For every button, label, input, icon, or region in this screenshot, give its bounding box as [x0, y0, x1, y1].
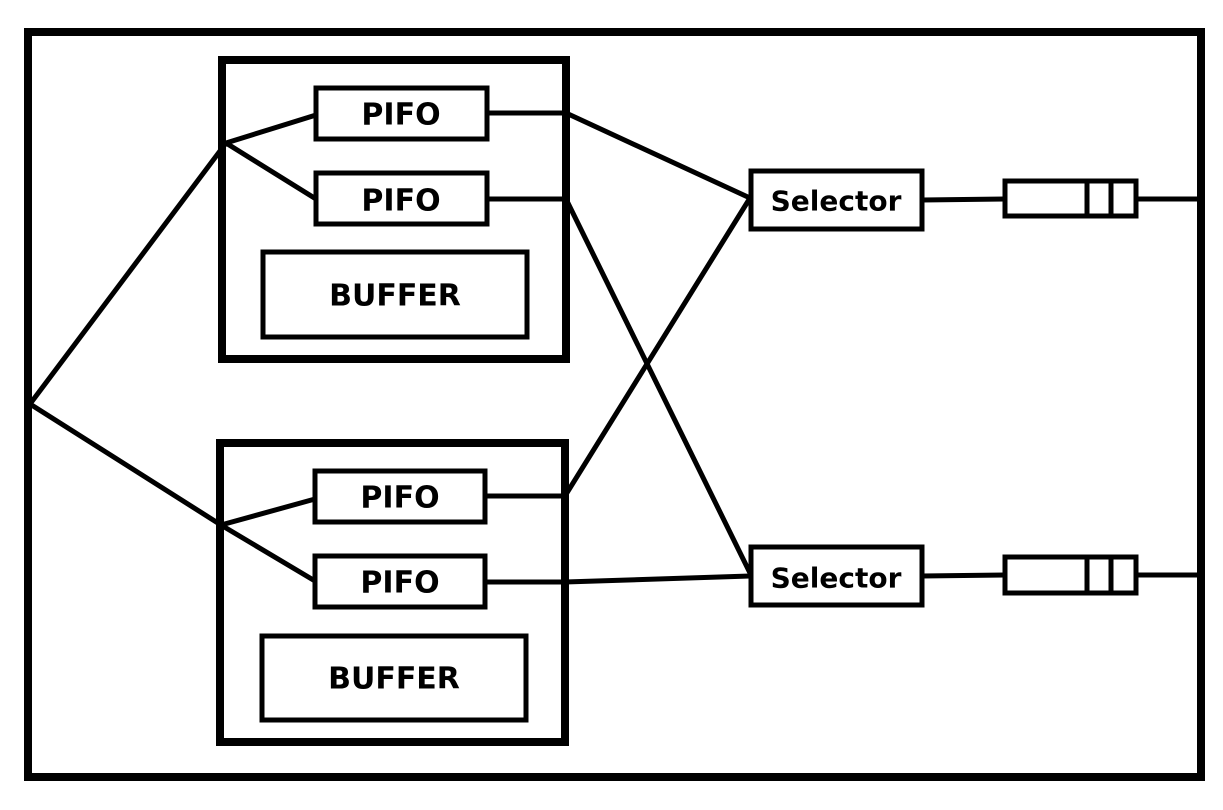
wire-bottom-split-to-pifo-1 — [218, 496, 318, 528]
outer-frame — [24, 28, 1205, 781]
pifo-label-3: PIFO — [360, 481, 439, 516]
output-queue-1 — [1002, 178, 1139, 219]
pifo-box-1: PIFO — [313, 85, 490, 142]
wire-pifo-1-to-selector-1 — [484, 110, 753, 201]
wire-pifo-3-to-selector-1 — [482, 195, 753, 499]
group-box-top — [218, 56, 570, 363]
wire-selector-2-to-queue-2 — [919, 572, 1008, 579]
wire-pifo-2-to-selector-2 — [484, 196, 753, 576]
wire-top-split-to-pifo-2 — [223, 140, 319, 202]
buffer-label-2: BUFFER — [328, 662, 460, 697]
wire-bottom-split-to-pifo-2 — [218, 522, 318, 584]
wire-selector-1-to-queue-1 — [919, 196, 1008, 203]
pifo-box-2: PIFO — [313, 170, 490, 227]
wire-input-to-top-group — [27, 140, 229, 407]
buffer-box-1: BUFFER — [260, 249, 530, 340]
buffer-box-2: BUFFER — [259, 633, 529, 723]
selector-label-2: Selector — [771, 562, 902, 595]
pifo-label-4: PIFO — [360, 566, 439, 601]
selector-box-1: Selector — [748, 168, 925, 232]
selector-label-1: Selector — [771, 185, 902, 218]
group-box-bottom — [216, 439, 569, 746]
pifo-box-3: PIFO — [312, 468, 488, 525]
output-queue-2 — [1002, 554, 1139, 596]
wire-top-split-to-pifo-1 — [223, 112, 319, 146]
selector-box-2: Selector — [748, 544, 925, 608]
wire-input-to-bottom-group — [27, 401, 224, 528]
pifo-label-2: PIFO — [361, 184, 440, 219]
pifo-label-1: PIFO — [361, 98, 440, 133]
buffer-label-1: BUFFER — [329, 279, 461, 314]
wire-pifo-4-to-selector-2 — [482, 573, 753, 585]
pifo-box-4: PIFO — [312, 553, 488, 610]
